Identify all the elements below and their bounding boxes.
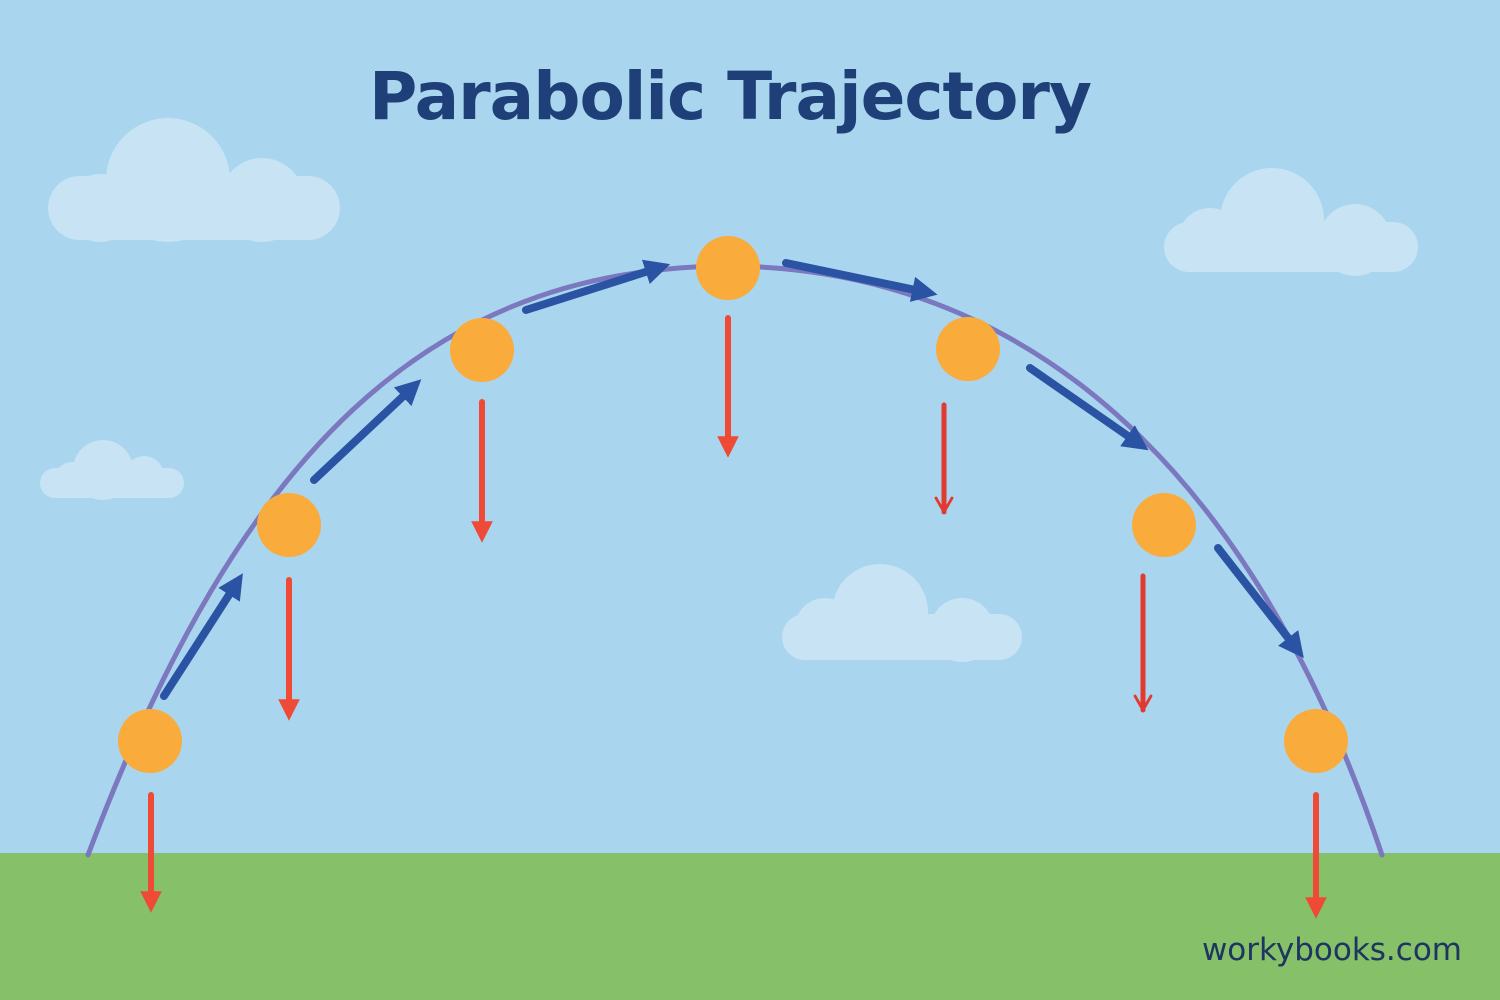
blue-velocity-arrow-icon (782, 259, 938, 302)
blue-velocity-arrow-icon (522, 259, 671, 314)
orange-ball-icon (696, 236, 760, 300)
orange-ball-icon (450, 318, 514, 382)
blue-velocity-arrow-icon (160, 573, 243, 700)
page-title: Parabolic Trajectory (369, 58, 1092, 135)
orange-ball-icon (257, 493, 321, 557)
cloud-icon (1164, 168, 1418, 276)
blue-velocity-arrow-icon (1026, 364, 1149, 451)
balls-group (118, 236, 1348, 773)
cloud-icon (40, 440, 184, 500)
cloud-icon (48, 118, 340, 242)
blue-velocity-arrow-icon (1214, 544, 1304, 659)
watermark: workybooks.com (1201, 932, 1462, 968)
orange-ball-icon (936, 317, 1000, 381)
cloud-icon (782, 564, 1022, 662)
blue-velocity-arrow-icon (310, 379, 422, 484)
ground (0, 853, 1500, 1000)
orange-ball-icon (1132, 493, 1196, 557)
sky-background (0, 0, 1500, 855)
orange-ball-icon (118, 709, 182, 773)
orange-ball-icon (1284, 709, 1348, 773)
